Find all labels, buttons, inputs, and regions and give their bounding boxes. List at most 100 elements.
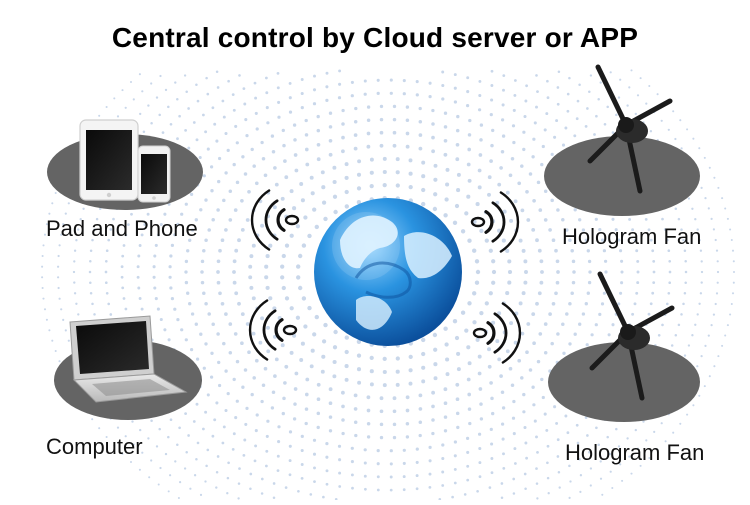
background-dot [540, 377, 544, 382]
background-dot [562, 351, 566, 355]
background-dot [184, 129, 187, 132]
background-dot [369, 157, 374, 162]
background-dot [204, 130, 208, 134]
background-dot [190, 312, 195, 316]
background-dot [716, 281, 719, 284]
background-dot [289, 306, 294, 311]
background-dot [141, 451, 144, 454]
background-dot [137, 254, 141, 258]
background-dot [575, 117, 579, 121]
background-dot [328, 138, 333, 143]
background-dot [474, 280, 480, 285]
background-dot [600, 238, 605, 242]
background-dot [204, 480, 207, 483]
background-dot [240, 341, 244, 346]
background-dot [684, 260, 687, 263]
background-dot [213, 418, 217, 422]
background-dot [657, 333, 661, 337]
background-dot [682, 302, 685, 306]
background-dot [249, 285, 254, 290]
background-dot [456, 172, 461, 177]
background-dot [293, 138, 297, 142]
background-dot [615, 113, 618, 117]
background-dot [150, 459, 153, 462]
background-dot [487, 347, 491, 352]
background-dot [472, 320, 477, 325]
background-dot [564, 414, 568, 418]
background-dot [295, 315, 301, 320]
background-dot [280, 196, 285, 201]
background-dot [466, 450, 470, 454]
background-dot [325, 71, 329, 75]
background-dot [466, 90, 470, 94]
background-dot [265, 254, 270, 259]
background-dot [253, 81, 257, 85]
background-dot [474, 259, 480, 264]
background-dot [332, 345, 338, 350]
background-dot [217, 156, 222, 161]
background-dot [353, 133, 358, 137]
background-dot [57, 286, 60, 290]
background-dot [600, 302, 605, 306]
background-dot [568, 464, 571, 468]
background-dot [366, 118, 371, 123]
background-dot [408, 158, 413, 163]
background-dot [661, 323, 664, 327]
background-dot [576, 441, 580, 445]
platform-fan-bottom [548, 342, 700, 422]
background-dot [254, 429, 258, 433]
background-dot [234, 416, 238, 420]
background-dot [216, 259, 221, 264]
background-dot [211, 322, 215, 326]
background-dot [405, 105, 410, 109]
background-dot [316, 128, 321, 133]
background-dot [382, 182, 387, 188]
background-dot [294, 371, 299, 376]
background-dot [507, 269, 513, 275]
background-dot [79, 218, 82, 221]
background-dot [508, 173, 513, 178]
background-dot [522, 147, 526, 152]
background-dot [590, 333, 594, 337]
background-dot [433, 192, 438, 197]
background-dot [505, 291, 510, 296]
background-dot [353, 393, 358, 398]
background-dot [525, 189, 529, 194]
background-dot [696, 365, 699, 368]
background-dot [89, 292, 93, 295]
background-dot [710, 217, 713, 220]
background-dot [490, 471, 494, 475]
background-dot [73, 281, 76, 284]
background-dot [594, 323, 598, 327]
background-dot [663, 228, 667, 231]
background-dot [477, 432, 482, 436]
background-dot [112, 217, 115, 221]
background-dot [41, 265, 44, 268]
background-dot [107, 238, 111, 242]
background-dot [41, 276, 44, 279]
background-dot [341, 431, 345, 436]
background-dot [344, 162, 349, 167]
background-dot [578, 218, 582, 222]
background-dot [731, 292, 735, 295]
background-dot [252, 164, 256, 168]
background-dot [268, 296, 273, 301]
background-dot [389, 462, 393, 466]
background-dot [293, 387, 298, 391]
background-dot [501, 437, 505, 441]
background-dot [456, 367, 461, 372]
background-dot [249, 487, 252, 490]
background-dot [152, 275, 156, 279]
background-dot [660, 119, 663, 122]
background-dot [479, 228, 484, 234]
background-dot [617, 238, 621, 242]
background-dot [698, 147, 701, 150]
background-dot [206, 393, 210, 397]
background-dot [557, 70, 561, 74]
background-dot [556, 455, 560, 458]
background-dot [432, 332, 438, 338]
background-dot [667, 249, 671, 253]
background-dot [300, 105, 304, 110]
background-dot [684, 270, 688, 274]
background-dot [332, 359, 337, 365]
